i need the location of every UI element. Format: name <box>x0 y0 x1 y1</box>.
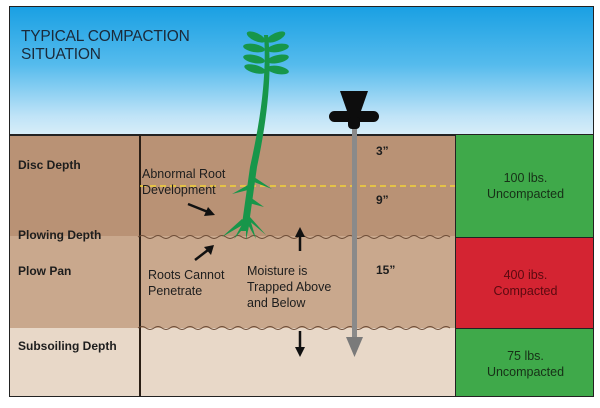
note-line: Roots Cannot <box>148 268 225 282</box>
panel-value: 100 lbs. <box>503 171 548 185</box>
note-line: Penetrate <box>148 284 203 298</box>
panel-value: 400 ibs. <box>503 268 548 282</box>
row-label-disc-depth: Disc Depth <box>18 158 81 172</box>
diagram-drawing <box>137 31 455 357</box>
panel-status: Compacted <box>493 284 558 298</box>
arrow-to-plow-pan <box>194 245 214 261</box>
soil-layer-subsoil <box>10 328 455 396</box>
note-line: Trapped Above <box>247 280 332 294</box>
depth-label-3in: 3” <box>376 144 389 158</box>
panel-status: Uncompacted <box>486 364 565 379</box>
penetrometer-icon <box>329 91 379 357</box>
note-line: Moisture is <box>247 264 308 278</box>
pressure-panel-disc-uncompacted: 100 lbs. Uncompacted <box>455 135 593 237</box>
note-moisture-trapped: Moisture is Trapped Above and Below <box>247 263 331 311</box>
note-line: Development <box>142 183 216 197</box>
note-roots-cannot-penetrate: Roots Cannot Penetrate <box>148 267 224 299</box>
sky-background <box>10 7 593 135</box>
plant-icon <box>222 31 289 240</box>
pressure-panel-plow-pan-compacted: 400 ibs. Compacted <box>455 237 593 329</box>
depth-label-9in: 9” <box>376 193 389 207</box>
moisture-down-arrow <box>295 331 305 357</box>
soil-layer-plow-pan <box>10 236 455 328</box>
panel-value: 75 lbs. <box>507 348 544 363</box>
row-label-plow-pan: Plow Pan <box>18 264 72 278</box>
row-label-plowing-depth: Plowing Depth <box>18 228 102 242</box>
plow-pan-bottom-wavy-line <box>137 326 451 330</box>
moisture-up-arrow <box>295 227 305 251</box>
note-abnormal-root-development: Abnormal Root Development <box>142 166 225 198</box>
title-line-1: TYPICAL COMPACTION <box>21 28 190 45</box>
note-line: and Below <box>247 296 306 310</box>
row-label-subsoiling-depth: Subsoiling Depth <box>18 339 117 353</box>
title-line-2: SITUATION <box>21 46 101 63</box>
ground-line <box>10 134 593 136</box>
plowing-depth-wavy-line <box>137 235 451 239</box>
column-divider <box>139 135 141 396</box>
note-line: Abnormal Root <box>142 167 226 181</box>
pressure-panel-subsoil-uncompacted: 75 lbs. Uncompacted <box>455 329 593 396</box>
diagram-frame: TYPICAL COMPACTION SITUATION Disc Depth … <box>9 6 594 397</box>
depth-label-15in: 15” <box>376 263 396 277</box>
panel-status: Uncompacted <box>486 187 565 201</box>
diagram-title: TYPICAL COMPACTION SITUATION <box>21 28 190 64</box>
arrow-to-abnormal-roots <box>187 202 215 216</box>
